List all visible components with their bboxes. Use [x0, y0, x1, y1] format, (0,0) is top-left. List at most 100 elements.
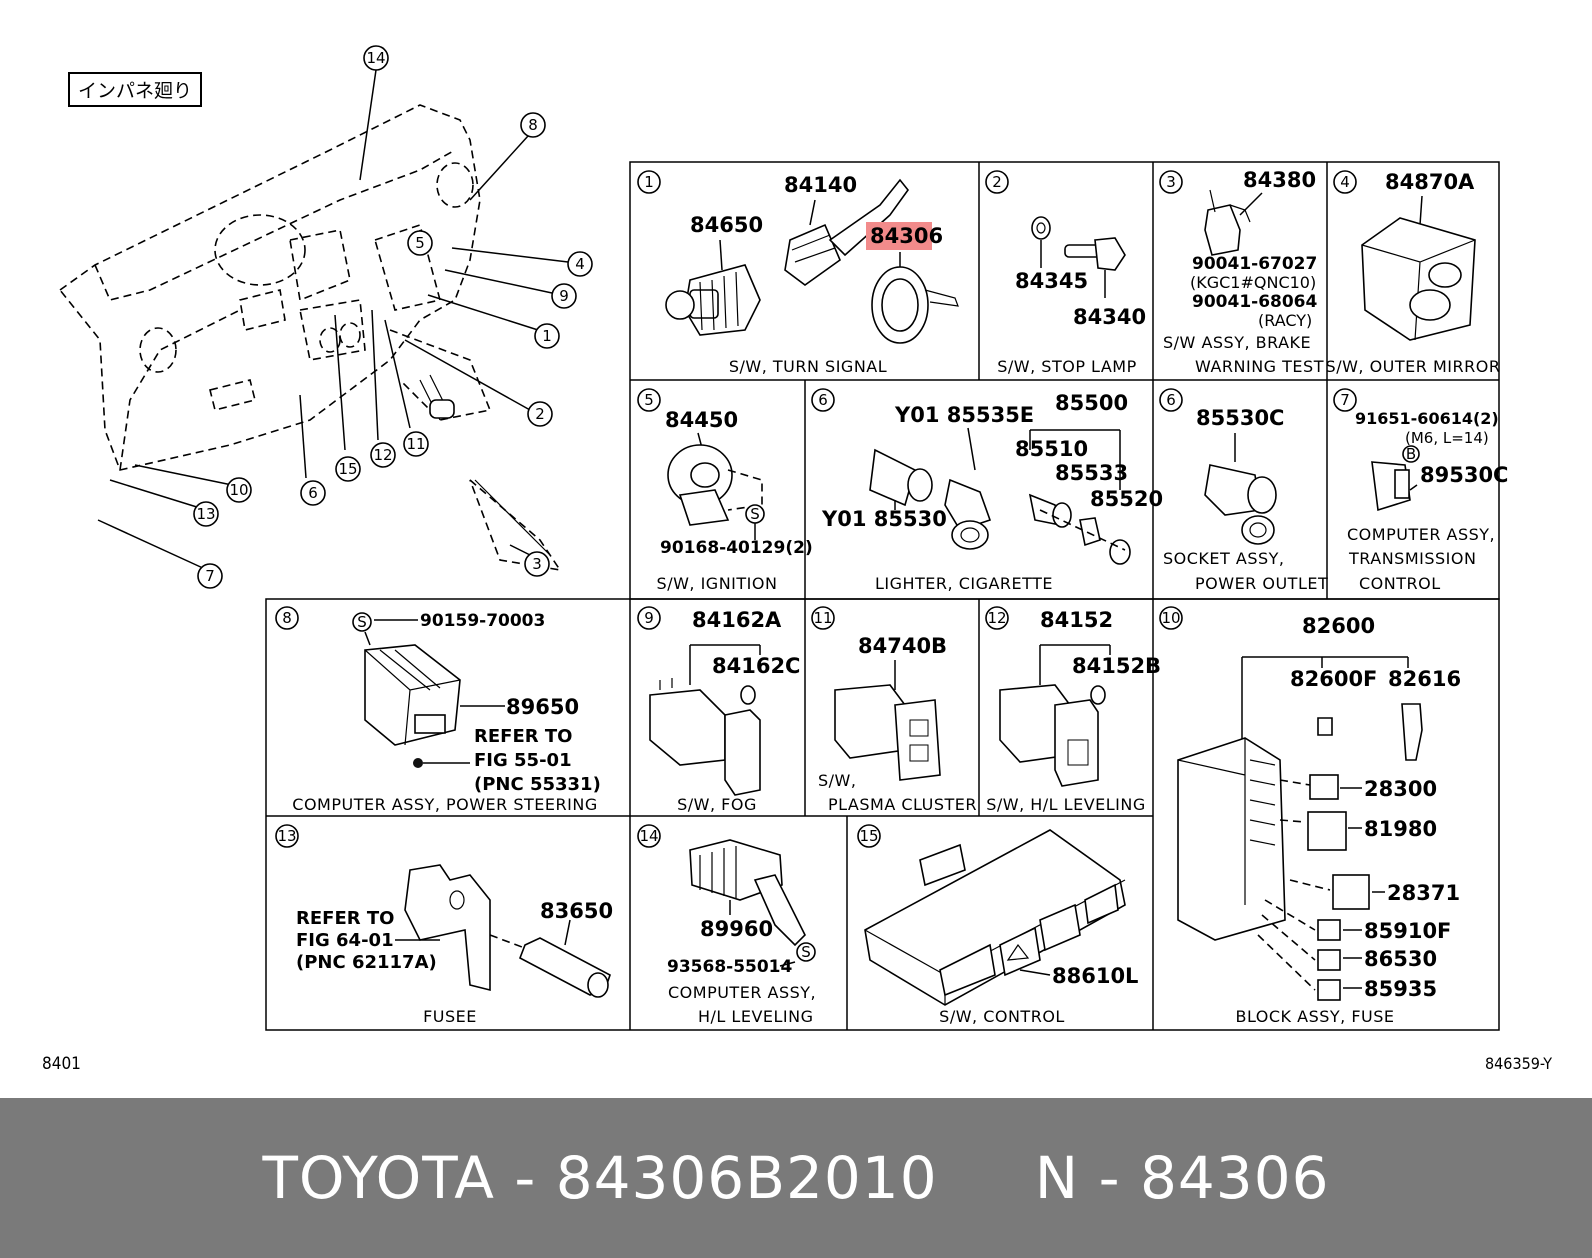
- part-number: 84870A: [1385, 170, 1475, 194]
- part-number: Y01 85530: [821, 507, 947, 531]
- brand-name: TOYOTA: [262, 1144, 495, 1212]
- part-info-banner: TOYOTA - 84306B2010 N - 84306: [0, 1098, 1592, 1258]
- cell-caption: COMPUTER ASSY,: [668, 983, 816, 1002]
- svg-text:(RACY): (RACY): [1258, 311, 1312, 330]
- callout-14: 14: [366, 49, 385, 67]
- cell-caption: COMPUTER ASSY, POWER STEERING: [292, 795, 597, 814]
- refer-line: REFER TO: [296, 908, 394, 929]
- part-number: 85530C: [1196, 406, 1284, 430]
- cell-hl-leveling-switch: 12 84152 84152B S/W, H/L LEVELING: [985, 606, 1161, 814]
- cell-stop-lamp: 2 84345 84340 S/W, STOP LAMP: [985, 170, 1146, 376]
- part-number: 85533: [1055, 461, 1128, 485]
- part-number: 88610L: [1052, 964, 1138, 988]
- symbol-b: B: [1406, 445, 1416, 463]
- cell-control-switch: 15 88610L S/W, CONTROL: [857, 824, 1138, 1026]
- svg-text:13: 13: [277, 827, 296, 845]
- part-number: 90168-40129(2): [660, 538, 813, 558]
- svg-text:10: 10: [1161, 609, 1180, 627]
- refer-line: (PNC 55331): [474, 774, 601, 795]
- part-number: 89650: [506, 695, 579, 719]
- part-highlight: [866, 222, 932, 250]
- cell-grid: [265, 161, 1500, 1031]
- overview-callouts: [97, 69, 569, 570]
- svg-text:90041-68064: 90041-68064: [1192, 292, 1318, 312]
- callout-4: 4: [575, 255, 585, 273]
- symbol-s: S: [801, 943, 811, 961]
- callout-12: 12: [373, 446, 392, 464]
- part-number: 84650: [690, 213, 763, 237]
- part-number: 85935: [1364, 977, 1437, 1001]
- part-number: 84380: [1243, 168, 1316, 192]
- cell-caption: S/W, H/L LEVELING: [986, 795, 1146, 814]
- parts-diagram: 14 8 5 4 9 1 2 10 13 7 6 15 12 11 3 1 84…: [58, 45, 1508, 1031]
- cell-transmission-control: 7 91651-60614(2) (M6, L=14) B 89530C COM…: [1333, 388, 1508, 593]
- part-number: 82616: [1388, 667, 1461, 691]
- separator: -: [514, 1144, 537, 1212]
- svg-text:(M6, L=14): (M6, L=14): [1405, 429, 1489, 447]
- part-number: 85520: [1090, 487, 1163, 511]
- svg-text:9: 9: [644, 609, 654, 627]
- part-number: 84152B: [1072, 654, 1161, 678]
- part-number: 84162C: [712, 654, 800, 678]
- pnc-number: 84306: [1140, 1144, 1330, 1212]
- callout-10: 10: [229, 481, 248, 499]
- cell-power-outlet: 6 85530C SOCKET ASSY, POWER OUTLET: [1159, 388, 1328, 593]
- part-number: 84740B: [858, 634, 947, 658]
- cell-fog: 9 84162A 84162C S/W, FOG: [637, 606, 800, 814]
- svg-text:(KGC1#QNC10): (KGC1#QNC10): [1190, 273, 1316, 292]
- refer-line: FIG 55-01: [474, 750, 572, 771]
- callout-5: 5: [415, 234, 425, 252]
- callout-7: 7: [205, 567, 215, 585]
- part-number: 86530: [1364, 947, 1437, 971]
- refer-line: FIG 64-01: [296, 930, 394, 951]
- part-number: 82600: [1302, 614, 1375, 638]
- part-number: 84152: [1040, 608, 1113, 632]
- part-number-highlighted: 84306: [870, 224, 943, 248]
- cell-ignition: 5 84450 S 90168-40129(2) S/W, IGNITION: [637, 388, 813, 593]
- cell-caption: WARNING TEST: [1195, 357, 1324, 376]
- symbol-s: S: [750, 505, 760, 523]
- part-number: 84140: [784, 173, 857, 197]
- cell-caption: POWER OUTLET: [1195, 574, 1328, 593]
- cell-caption: S/W, CONTROL: [939, 1007, 1065, 1026]
- part-number: 83650: [540, 899, 613, 923]
- cell-outer-mirror: 4 84870A S/W, OUTER MIRROR: [1326, 170, 1501, 376]
- cell-cigarette-lighter: 6 Y01 85535E Y01 85530 85500 85510 85533…: [811, 388, 1163, 593]
- svg-text:90041-67027: 90041-67027: [1192, 254, 1317, 274]
- refer-line: REFER TO: [474, 726, 572, 747]
- part-number: 89530C: [1420, 463, 1508, 487]
- svg-text:8: 8: [282, 609, 292, 627]
- part-number: 90159-70003: [420, 611, 545, 631]
- cell-caption: S/W, OUTER MIRROR: [1326, 357, 1501, 376]
- svg-text:4: 4: [1340, 173, 1350, 191]
- svg-text:5: 5: [644, 391, 654, 409]
- cell-fusee: 13 REFER TO FIG 64-01 (PNC 62117A) 83650…: [275, 824, 613, 1026]
- part-number-label: 84306B2010: [555, 1144, 938, 1212]
- cell-caption: FUSEE: [423, 1007, 477, 1026]
- cell-caption: S/W, TURN SIGNAL: [729, 357, 887, 376]
- dashboard-overview: [58, 104, 562, 572]
- part-number: 81980: [1364, 817, 1437, 841]
- part-number: 28371: [1387, 881, 1460, 905]
- section-title: インパネ廻り: [68, 72, 203, 107]
- part-number: 84340: [1073, 305, 1146, 329]
- part-number: 84345: [1015, 269, 1088, 293]
- refer-line: (PNC 62117A): [296, 952, 437, 973]
- part-number: 85500: [1055, 391, 1128, 415]
- cell-caption: S/W ASSY, BRAKE: [1163, 333, 1311, 352]
- cell-caption: S/W, FOG: [677, 795, 757, 814]
- cell-caption: CONTROL: [1359, 574, 1441, 593]
- svg-text:6: 6: [818, 391, 828, 409]
- svg-text:3: 3: [1166, 173, 1176, 191]
- symbol-s: S: [357, 613, 367, 631]
- callout-11: 11: [406, 435, 425, 453]
- cell-caption: BLOCK ASSY, FUSE: [1235, 1007, 1394, 1026]
- callout-3: 3: [532, 555, 542, 573]
- svg-text:11: 11: [813, 609, 832, 627]
- callout-9: 9: [559, 287, 569, 305]
- cell-caption: S/W, IGNITION: [657, 574, 778, 593]
- callout-13: 13: [196, 505, 215, 523]
- part-number: 84162A: [692, 608, 782, 632]
- svg-text:6: 6: [1166, 391, 1176, 409]
- page-code-right: 846359-Y: [1484, 1054, 1552, 1073]
